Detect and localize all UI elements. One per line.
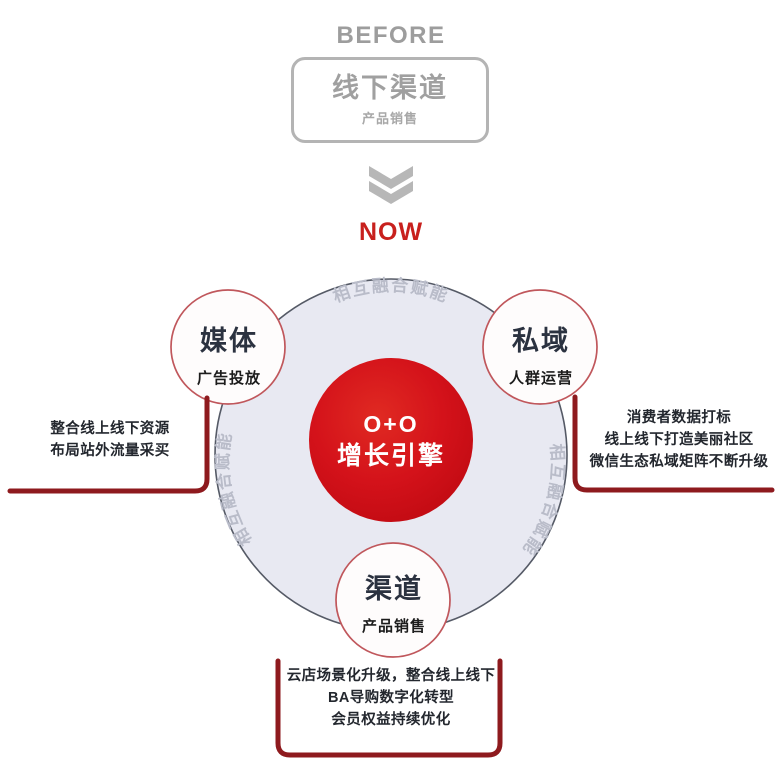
annotation-channel-line-2: BA导购数字化转型 [327, 690, 455, 707]
annotation-channel-line-3: 会员权益持续优化 [331, 712, 451, 729]
node-private-domain[interactable]: 私域 人群运营 [482, 289, 598, 405]
annotation-media: 整合线上线下资源 布局站外流量采买 [12, 418, 208, 462]
annotation-private-domain-line-1: 消费者数据打标 [626, 410, 732, 426]
center-label-primary: O+O [363, 411, 418, 437]
node-private-domain-subtitle: 人群运营 [509, 369, 573, 387]
node-media[interactable]: 媒体 广告投放 [170, 289, 286, 405]
annotation-media-line-1: 整合线上线下资源 [50, 421, 170, 437]
bracket-left [7, 395, 210, 494]
node-media-circle [170, 289, 286, 405]
annotation-channel-line-1: 云店场景化升级，整合线上线下 [286, 668, 496, 684]
node-channel-circle [335, 542, 451, 658]
before-box-title: 线下渠道 [332, 72, 448, 103]
node-channel-subtitle: 产品销售 [362, 617, 426, 635]
bracket-bottom [275, 658, 503, 758]
annotation-private-domain-line-2: 线上线下打造美丽社区 [604, 432, 754, 449]
annotation-media-line-2: 布局站外流量采买 [50, 443, 170, 460]
bracket-right [572, 394, 775, 493]
annotation-channel: 云店场景化升级，整合线上线下 BA导购数字化转型 会员权益持续优化 [245, 665, 537, 731]
double-chevron-down-icon [369, 166, 413, 204]
node-media-title: 媒体 [200, 325, 258, 356]
annotation-private-domain-line-3: 微信生态私域矩阵不断升级 [589, 454, 769, 471]
node-private-domain-title: 私域 [512, 326, 570, 356]
before-offline-channel-box: 线下渠道 产品销售 [291, 57, 489, 143]
node-channel[interactable]: 渠道 产品销售 [335, 542, 451, 658]
node-media-subtitle: 广告投放 [197, 369, 261, 387]
node-private-domain-circle [482, 289, 598, 405]
before-label: BEFORE [336, 22, 446, 49]
now-label: NOW [358, 218, 424, 246]
before-box-subtitle: 产品销售 [361, 111, 418, 127]
center-circle [309, 358, 473, 522]
center-label-secondary: 增长引擎 [337, 441, 445, 470]
node-channel-title: 渠道 [365, 573, 423, 604]
annotation-private-domain: 消费者数据打标 线上线下打造美丽社区 微信生态私域矩阵不断升级 [576, 407, 782, 473]
